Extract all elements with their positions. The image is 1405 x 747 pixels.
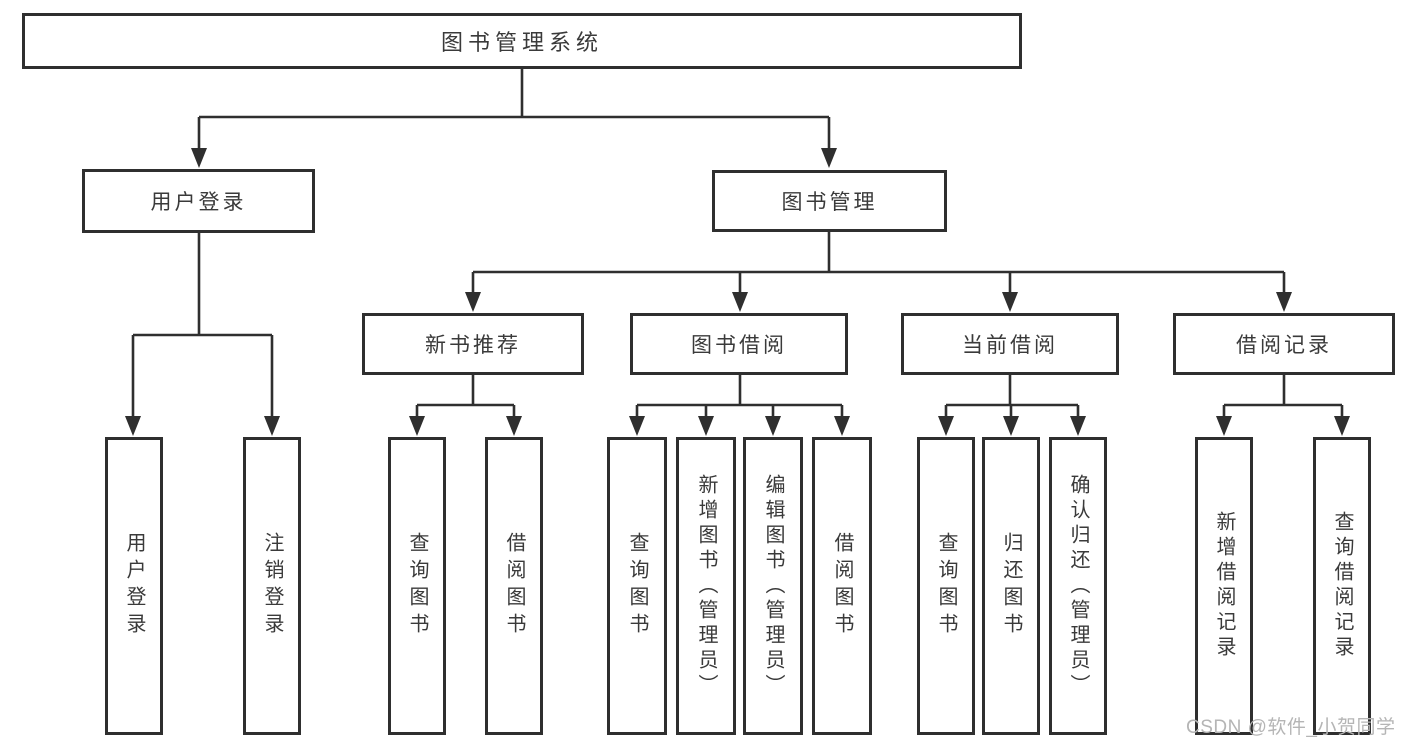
arrowhead	[1002, 292, 1018, 312]
leaf-query-books-3: 查询图书	[917, 437, 975, 735]
leaf-borrow-books-1: 借阅图书	[485, 437, 543, 735]
leaf-label: 查询图书	[406, 532, 428, 640]
csdn-watermark: CSDN @软件_小贺同学	[1186, 717, 1396, 738]
node-book-management: 图书管理	[712, 170, 947, 232]
node-borrowing-records: 借阅记录	[1173, 313, 1395, 375]
leaf-logout: 注销登录	[243, 437, 301, 735]
node-label: 借阅记录	[1236, 334, 1332, 357]
arrowhead	[1216, 416, 1232, 436]
arrowhead	[1003, 416, 1019, 436]
leaf-label: 查询图书	[626, 532, 648, 640]
arrowhead	[409, 416, 425, 436]
leaf-label: 确认归还（管理员）	[1067, 473, 1089, 699]
arrowhead	[698, 416, 714, 436]
leaf-label: 归还图书	[1000, 532, 1022, 640]
leaf-return-books: 归还图书	[982, 437, 1040, 735]
node-user-login: 用户登录	[82, 169, 315, 233]
leaf-label: 注销登录	[261, 532, 283, 640]
leaf-label: 查询借阅记录	[1331, 511, 1353, 661]
arrowhead	[732, 292, 748, 312]
arrowhead	[125, 416, 141, 436]
node-current-borrowing: 当前借阅	[901, 313, 1119, 375]
arrowhead	[1070, 416, 1086, 436]
arrowhead	[1276, 292, 1292, 312]
leaf-edit-books-admin: 编辑图书（管理员）	[743, 437, 803, 735]
leaf-add-books-admin: 新增图书（管理员）	[676, 437, 736, 735]
leaf-borrow-books-2: 借阅图书	[812, 437, 872, 735]
arrowhead	[821, 148, 837, 168]
leaf-label: 用户登录	[123, 532, 145, 640]
node-book-borrowing: 图书借阅	[630, 313, 848, 375]
leaf-confirm-return-admin: 确认归还（管理员）	[1049, 437, 1107, 735]
node-library-management-system: 图书管理系统	[22, 13, 1022, 69]
node-label: 用户登录	[150, 191, 247, 214]
leaf-user-login: 用户登录	[105, 437, 163, 735]
arrowhead	[1334, 416, 1350, 436]
leaf-label: 新增借阅记录	[1213, 511, 1235, 661]
arrowhead	[834, 416, 850, 436]
arrowhead	[506, 416, 522, 436]
arrowhead	[264, 416, 280, 436]
arrowhead	[938, 416, 954, 436]
leaf-query-borrow-record: 查询借阅记录	[1313, 437, 1371, 735]
arrowhead	[629, 416, 645, 436]
leaf-add-borrow-record: 新增借阅记录	[1195, 437, 1253, 735]
leaf-label: 借阅图书	[503, 532, 525, 640]
node-label: 当前借阅	[962, 334, 1058, 357]
arrowhead	[465, 292, 481, 312]
leaf-label: 查询图书	[935, 532, 957, 640]
leaf-label: 新增图书（管理员）	[695, 473, 717, 699]
leaf-query-books-1: 查询图书	[388, 437, 446, 735]
arrowhead	[765, 416, 781, 436]
arrowhead	[191, 148, 207, 168]
leaf-label: 编辑图书（管理员）	[762, 473, 784, 699]
node-new-book-recommendation: 新书推荐	[362, 313, 584, 375]
leaf-query-books-2: 查询图书	[607, 437, 667, 735]
node-label: 图书管理	[781, 191, 878, 214]
node-label: 图书管理系统	[440, 30, 603, 55]
node-label: 新书推荐	[425, 334, 521, 357]
leaf-label: 借阅图书	[831, 532, 853, 640]
node-label: 图书借阅	[691, 334, 787, 357]
